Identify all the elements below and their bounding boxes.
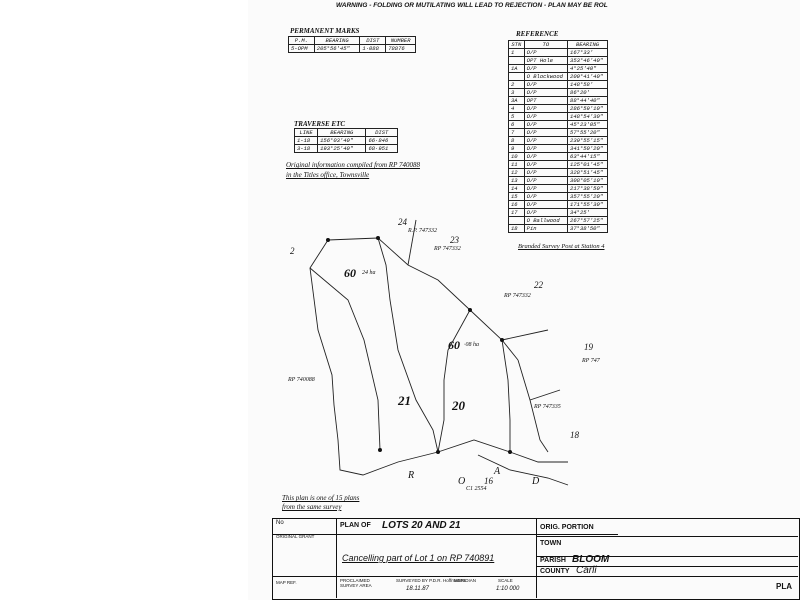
reference-cell: 37°38'50" (567, 224, 608, 233)
divider (336, 518, 337, 598)
cl-label: C1 2554 (466, 486, 487, 492)
traverse-table: LINE BEARING DIST 1-18 156°03'40" 66·846… (293, 128, 398, 153)
permanent-marks-title: PERMANENT MARKS (290, 27, 360, 35)
reference-title: REFERENCE (516, 30, 559, 38)
boundary-tick (407, 219, 417, 266)
area-unit: 24 ha (362, 270, 376, 276)
county-label: COUNTY (540, 568, 570, 575)
boundary-tick (501, 329, 549, 341)
lot-label-2: 2 (290, 246, 295, 256)
area-label: 60 (344, 266, 356, 280)
road-boundary (477, 454, 569, 486)
survey-mark (326, 238, 330, 242)
survey-mark (468, 308, 472, 312)
lot-label-18: 18 (570, 430, 579, 440)
table-row: 5-OPM 205°56'45" 1·088 78876 (288, 44, 416, 53)
plan-sheet: WARNING - FOLDING OR MUTILATING WILL LEA… (248, 0, 800, 600)
lot-boundary (501, 339, 511, 452)
plan-of-label: PLAN OF (340, 522, 371, 529)
lot-boundary (377, 237, 439, 453)
road-letter: A (494, 466, 501, 477)
map-ref-label: MAP REF. (276, 580, 297, 585)
rp-label: RP 747 (582, 358, 600, 364)
road-letter: D (532, 476, 540, 487)
lot-label-23: 23 (450, 235, 459, 245)
parish-label: PARISH (540, 557, 566, 564)
plan-abbrev: PLA (776, 582, 792, 591)
traverse-title: TRAVERSE ETC (294, 120, 346, 128)
survey-mark (376, 236, 380, 240)
no-label: No (276, 520, 284, 526)
area-unit: ·08 ha (464, 342, 479, 348)
parish-value: BLOOM (572, 554, 610, 565)
road-letter: R (408, 470, 415, 481)
divider (536, 536, 798, 537)
lot-boundary (309, 239, 568, 476)
lots-title: LOTS 20 AND 21 (382, 520, 461, 531)
rp-label: RP 747332 (434, 246, 461, 252)
survey-mark (500, 338, 504, 342)
surveyed-by-label: SURVEYED BY P.D.R. Hoffmann's (396, 578, 466, 583)
rp-label: R.P. 747332 (408, 228, 438, 234)
divider (272, 576, 798, 577)
lot-boundary (437, 309, 471, 453)
pm-cell: 5-OPM (288, 44, 315, 53)
traverse-cell: 68·951 (365, 144, 398, 153)
survey-mark (508, 450, 512, 454)
lot-label-20: 20 (452, 398, 465, 413)
county-value: Carli (576, 565, 597, 576)
warning-banner: WARNING - FOLDING OR MUTILATING WILL LEA… (336, 2, 608, 9)
road-letter: O (458, 476, 466, 487)
rp-label: RP 747332 (504, 293, 531, 299)
reference-cell: Pin (523, 224, 569, 233)
rp-label: RP 740088 (288, 377, 315, 383)
lot-label-21: 21 (398, 393, 411, 408)
orig-portion-label: ORIG. PORTION (540, 524, 594, 531)
survey-drawing (309, 219, 569, 486)
lot-boundary (517, 359, 549, 453)
cancelling-note: Cancelling part of Lot 1 on RP 740891 (342, 553, 495, 563)
lot-label-19: 19 (584, 342, 593, 352)
town-label: TOWN (540, 540, 562, 547)
table-row: 3-18 193°25'40" 68·951 (293, 144, 398, 153)
scale-value: 1:10 000 (496, 586, 520, 592)
permanent-marks-table: P.M. BEARING DIST NUMBER 5-OPM 205°56'45… (288, 36, 416, 53)
table-row: 1-18 156°03'40" 66·846 (293, 136, 398, 145)
divider (536, 518, 537, 598)
original-info-note: Original information compiled from RP 74… (286, 161, 420, 179)
survey-mark (378, 448, 382, 452)
plans-note: This plan is one of 15 plans from the sa… (282, 494, 360, 511)
lot-label-16: 16 (484, 476, 493, 486)
rp-label: RP 747335 (534, 404, 561, 410)
branded-post-note: Branded Survey Post at Station 4 (518, 243, 605, 250)
lot-boundary (327, 237, 519, 361)
lot-label-22: 22 (534, 280, 543, 290)
lot-boundary (309, 267, 381, 451)
lot-label-24: 24 (398, 217, 407, 227)
proclaimed-label: PROCLAIMED SURVEY AREA (340, 578, 372, 588)
divider (536, 556, 798, 557)
scale-label: SCALE (498, 578, 513, 583)
original-grant-label: ORIGINAL GRANT (276, 534, 315, 539)
surveyed-date: 18.11.87 (406, 586, 429, 592)
meridian-label: MERIDIAN (454, 578, 477, 583)
survey-mark (436, 450, 440, 454)
area-label: 60 (448, 338, 460, 352)
pm-cell: 78876 (385, 44, 416, 53)
divider (536, 566, 798, 567)
divider (272, 534, 618, 535)
boundary-tick (529, 389, 561, 401)
traverse-cell: 193°25'40" (317, 144, 367, 153)
